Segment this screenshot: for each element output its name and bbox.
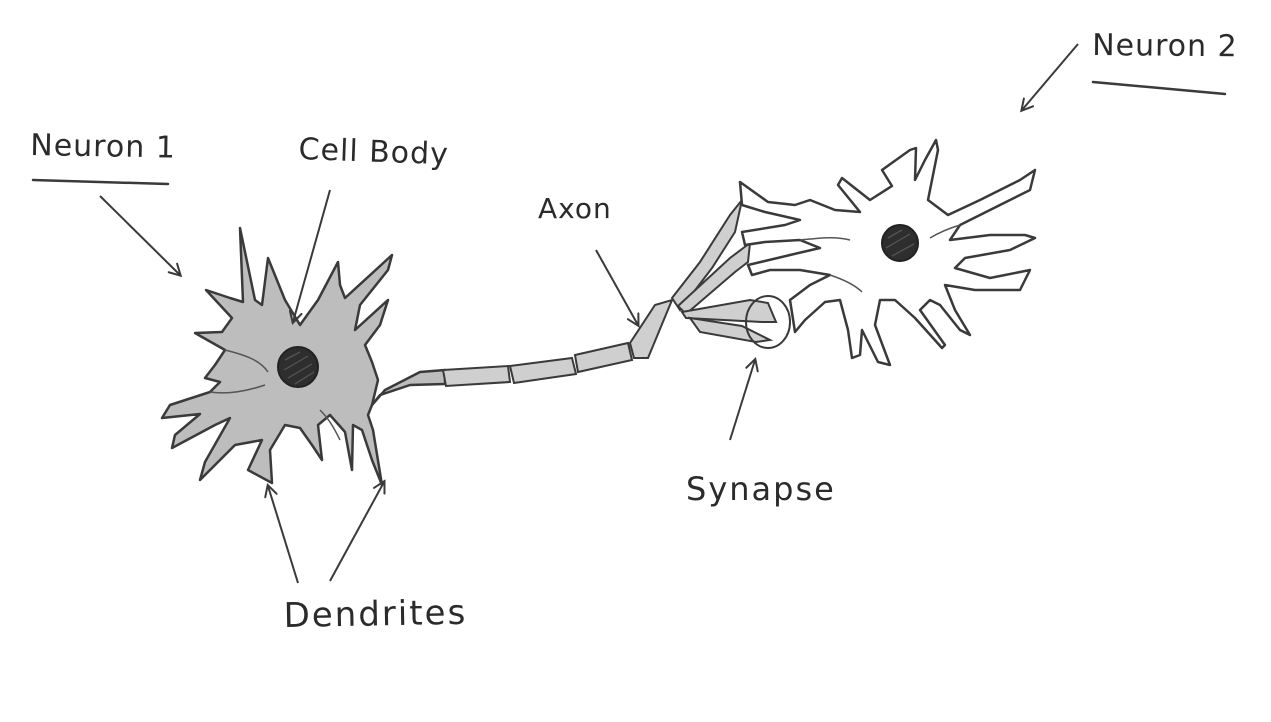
axon-segment [628, 298, 674, 359]
pointer-arrows [99, 43, 1079, 584]
dendrites-arrow-left [268, 486, 299, 584]
axon-terminal [680, 298, 778, 323]
axon-label: Axon [538, 192, 612, 225]
neuron-1-label: Neuron 1 [30, 128, 177, 166]
neuron-1-nucleus [277, 346, 319, 388]
axon-segment [441, 364, 512, 388]
axon [441, 199, 778, 388]
dendrites-arrow-right [329, 482, 384, 582]
axon-segment [508, 356, 578, 385]
neuron-1-underline [31, 178, 170, 186]
neuron-2 [738, 138, 1037, 367]
neuron-1 [160, 226, 447, 487]
axon-segment [573, 341, 634, 374]
neuron-2-label: Neuron 2 [1092, 28, 1238, 65]
axon-arrow [595, 249, 638, 325]
cell-body-arrow [293, 189, 331, 322]
neuron-2-underline [1091, 80, 1227, 96]
synapse-arrow [729, 360, 755, 441]
synapse-label: Synapse [686, 470, 836, 508]
neuron-1-arrow [99, 195, 180, 275]
neuron-2-arrow [1022, 43, 1079, 110]
dendrites-label: Dendrites [283, 592, 468, 636]
cell-body-label: Cell Body [298, 132, 450, 173]
synapse-circle [745, 295, 791, 349]
